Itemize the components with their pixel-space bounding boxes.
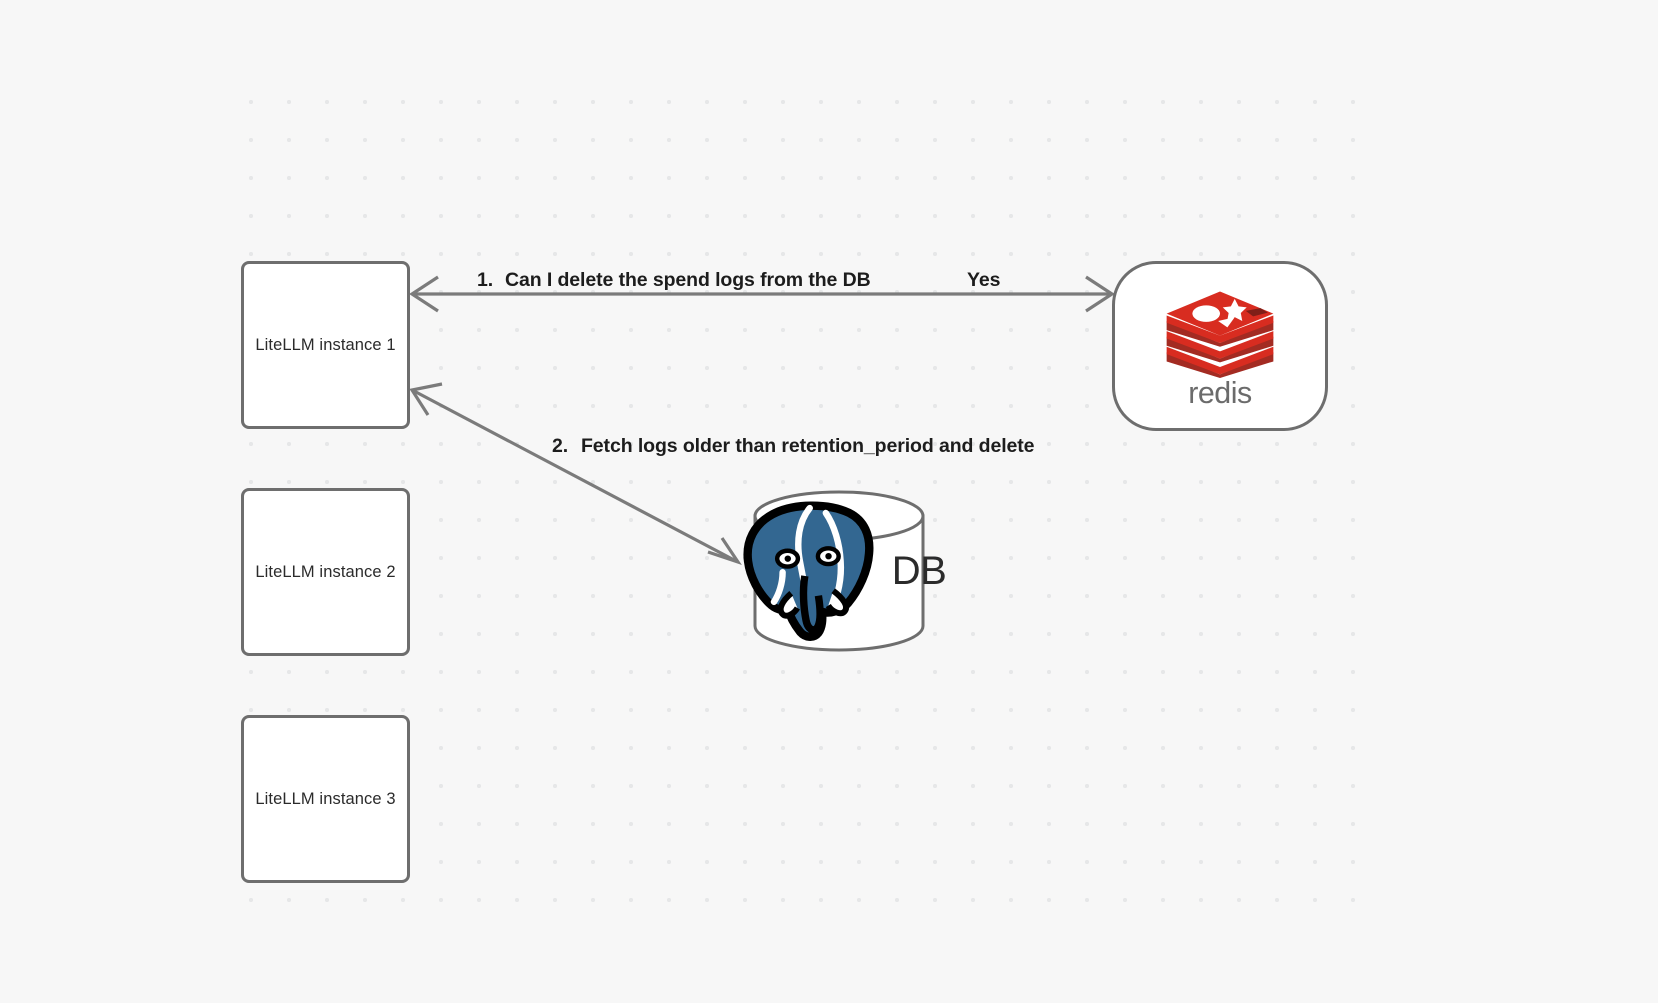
node-redis[interactable]: redis	[1112, 261, 1328, 431]
edge-2-arrowhead-upper	[409, 382, 443, 416]
svg-text:redis: redis	[1188, 376, 1252, 410]
edge-1-response-label: Yes	[967, 269, 1001, 291]
node-litellm-instance-2[interactable]: LiteLLM instance 2	[241, 488, 410, 656]
edge-1-request-label: Can I delete the spend logs from the DB	[505, 269, 871, 291]
node-litellm-instance-3[interactable]: LiteLLM instance 3	[241, 715, 410, 883]
redis-logo-icon	[1166, 291, 1274, 378]
node-database[interactable]: DB	[743, 490, 947, 652]
database-cylinder-shape	[753, 490, 925, 652]
node-litellm-instance-1[interactable]: LiteLLM instance 1	[241, 261, 410, 429]
node-litellm-instance-1-label: LiteLLM instance 1	[255, 335, 396, 354]
edge-1-arrowhead-left	[409, 275, 439, 313]
edge-2-step-number: 2.	[552, 435, 569, 457]
redis-wordmark: redis	[1188, 376, 1252, 410]
edge-2-line	[413, 389, 737, 563]
edge-1-arrowhead-right	[1085, 275, 1115, 313]
node-litellm-instance-3-label: LiteLLM instance 3	[255, 789, 396, 808]
edge-2-request-label: Fetch logs older than retention_period a…	[581, 435, 1035, 457]
edge-1-step-number: 1.	[477, 269, 494, 291]
edge-2-arrowhead-lower	[707, 537, 742, 565]
node-litellm-instance-2-label: LiteLLM instance 2	[255, 562, 396, 581]
